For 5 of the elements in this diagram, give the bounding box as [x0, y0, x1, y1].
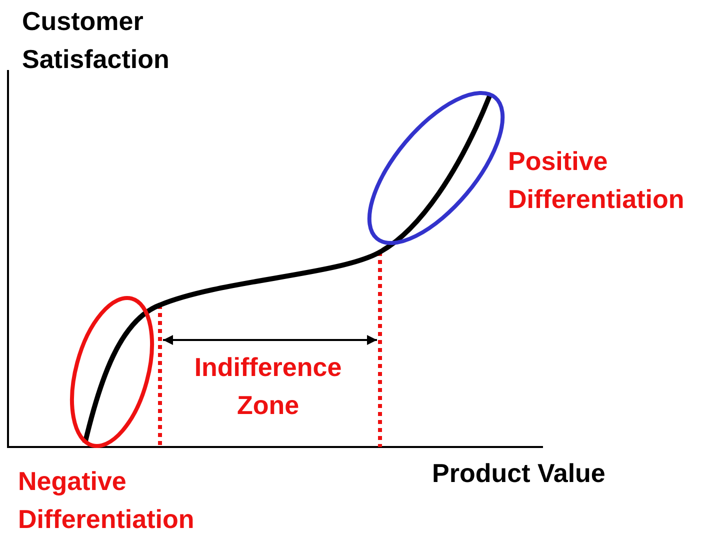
axis-label: Customer Satisfaction	[22, 5, 170, 76]
axis-label: Negative Differentiation	[18, 465, 196, 533]
axis-label: Positive Differentiation	[508, 145, 686, 216]
axis-label: Indifference Zone	[193, 351, 343, 422]
axis-label: Product Value	[432, 457, 606, 490]
